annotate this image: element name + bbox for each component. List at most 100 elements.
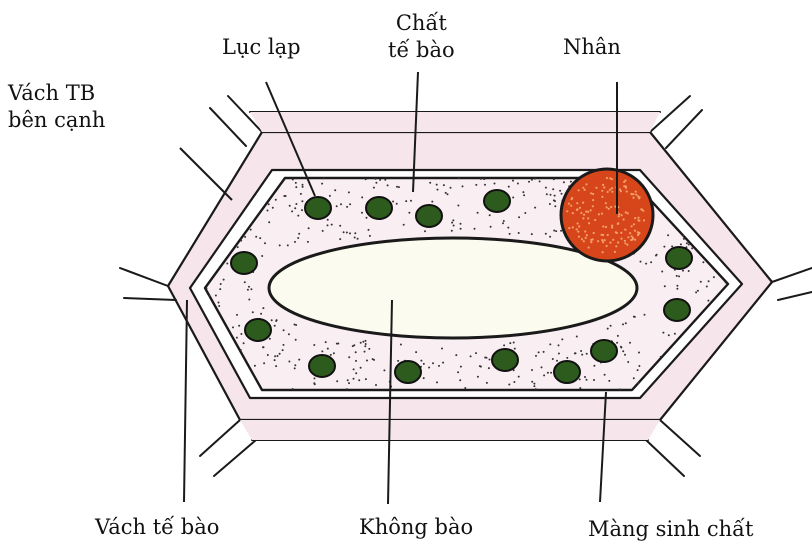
cytoplasm-granule <box>436 184 438 186</box>
adjacent-wall-line <box>660 420 700 456</box>
cytoplasm-granule <box>423 377 425 379</box>
chloroplast <box>231 252 257 274</box>
cytoplasm-granule <box>275 365 277 367</box>
nucleus-granule <box>584 230 586 232</box>
cytoplasm-granule <box>570 181 572 183</box>
cytoplasm-granule <box>452 219 454 221</box>
nucleus-granule <box>632 238 634 240</box>
nucleus-granule <box>592 199 594 201</box>
cytoplasm-granule <box>550 372 552 374</box>
cytoplasm-granule <box>447 193 449 195</box>
cytoplasm-granule <box>554 195 556 197</box>
cytoplasm-granule <box>561 338 563 340</box>
nucleus-granule <box>605 202 607 204</box>
nucleus-granule <box>618 215 620 217</box>
cytoplasm-granule <box>460 366 462 368</box>
cytoplasm-granule <box>349 232 351 234</box>
cytoplasm-granule <box>534 178 536 180</box>
cytoplasm-granule <box>355 351 357 353</box>
nucleus-granule <box>592 205 594 207</box>
cytoplasm-granule <box>688 244 690 246</box>
cytoplasm-granule <box>566 357 568 359</box>
cytoplasm-granule <box>384 179 386 181</box>
cytoplasm-granule <box>508 384 510 386</box>
nucleus-granule <box>587 211 589 213</box>
cytoplasm-granule <box>287 244 289 246</box>
label-vacuole: Không bào <box>359 514 473 541</box>
cytoplasm-granule <box>489 359 491 361</box>
nucleus-granule <box>590 192 592 194</box>
cytoplasm-granule <box>490 226 492 228</box>
cytoplasm-granule <box>682 270 684 272</box>
cytoplasm-granule <box>283 344 285 346</box>
cytoplasm-granule <box>432 362 434 364</box>
nucleus-granule <box>568 203 570 205</box>
cytoplasm-granule <box>538 351 540 353</box>
cytoplasm-granule <box>443 184 445 186</box>
cytoplasm-granule <box>339 225 341 227</box>
cytoplasm-granule <box>676 285 678 287</box>
cytoplasm-granule <box>580 350 582 352</box>
chloroplast <box>554 361 580 383</box>
nucleus-granule <box>590 239 592 241</box>
cytoplasm-granule <box>355 360 357 362</box>
cytoplasm-granule <box>261 255 263 257</box>
cytoplasm-granule <box>268 203 270 205</box>
nucleus-granule <box>598 213 600 215</box>
nucleus-granule <box>585 237 587 239</box>
cytoplasm-granule <box>282 349 284 351</box>
cytoplasm-granule <box>357 238 359 240</box>
adjacent-wall-line <box>646 440 684 476</box>
cytoplasm-granule <box>226 263 228 265</box>
cytoplasm-granule <box>508 186 510 188</box>
cytoplasm-granule <box>518 376 520 378</box>
nucleus-granule <box>581 238 583 240</box>
nucleus-granule <box>612 239 614 241</box>
chloroplast <box>416 205 442 227</box>
cytoplasm-granule <box>267 210 269 212</box>
cytoplasm-granule <box>494 183 496 185</box>
cytoplasm-granule <box>455 354 457 356</box>
adjacent-wall-line <box>120 268 168 286</box>
nucleus-granule <box>627 212 629 214</box>
cytoplasm-granule <box>457 205 459 207</box>
nucleus-granule <box>626 190 628 192</box>
cytoplasm-granule <box>365 178 367 180</box>
cytoplasm-granule <box>683 238 685 240</box>
cytoplasm-granule <box>209 295 211 297</box>
cytoplasm-granule <box>514 348 516 350</box>
cytoplasm-granule <box>366 217 368 219</box>
cytoplasm-granule <box>292 179 294 181</box>
label-adjacent-cell-wall-line2: bên cạnh <box>8 107 105 134</box>
cytoplasm-granule <box>348 356 350 358</box>
nucleus-granule <box>602 234 604 236</box>
nucleus-granule <box>609 189 611 191</box>
chloroplast <box>309 355 335 377</box>
cytoplasm-granule <box>620 346 622 348</box>
cytoplasm-granule <box>424 230 426 232</box>
nucleus-granule <box>637 217 639 219</box>
cytoplasm-granule <box>708 280 710 282</box>
cytoplasm-granule <box>593 379 595 381</box>
nucleus-granule <box>590 209 592 211</box>
cytoplasm-granule <box>263 362 265 364</box>
cytoplasm-granule <box>523 194 525 196</box>
cytoplasm-granule <box>581 354 583 356</box>
cytoplasm-granule <box>676 288 678 290</box>
cytoplasm-granule <box>276 319 278 321</box>
chloroplast <box>245 319 271 341</box>
nucleus-granule <box>603 186 605 188</box>
cytoplasm-granule <box>291 210 293 212</box>
cytoplasm-granule <box>607 328 609 330</box>
cytoplasm-granule <box>552 188 554 190</box>
nucleus-granule <box>582 217 584 219</box>
nucleus-granule <box>632 197 634 199</box>
cytoplasm-granule <box>559 190 561 192</box>
cytoplasm-granule <box>238 325 240 327</box>
nucleus-granule <box>592 193 594 195</box>
cytoplasm-granule <box>360 342 362 344</box>
cytoplasm-granule <box>364 351 366 353</box>
cytoplasm-granule <box>240 349 242 351</box>
cytoplasm-granule <box>678 275 680 277</box>
cytoplasm-granule <box>260 313 262 315</box>
